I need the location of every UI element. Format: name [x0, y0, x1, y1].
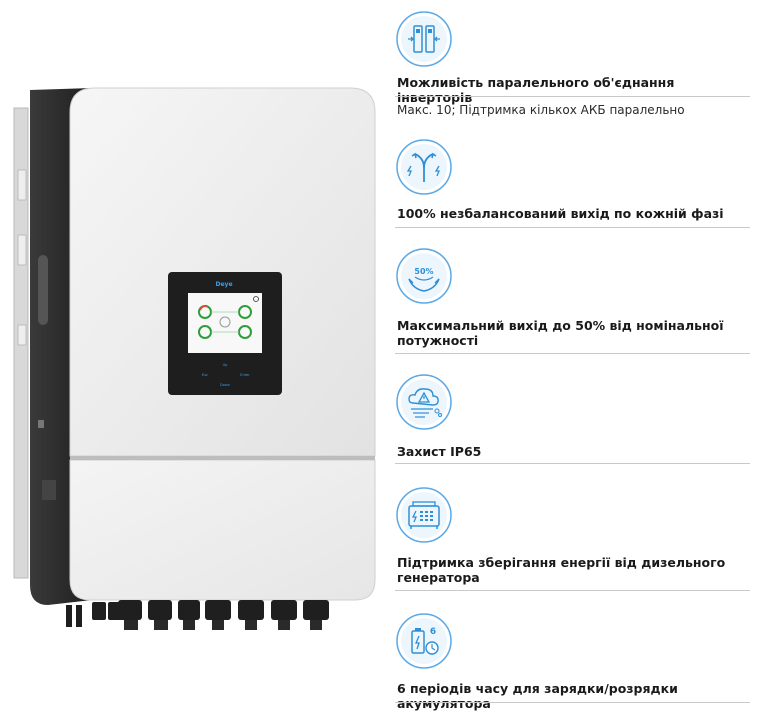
- feature-title: 6 періодів часу для зарядки/розрядки аку…: [397, 681, 678, 711]
- svg-text:Deye: Deye: [215, 281, 232, 288]
- ip65-protection-icon: [395, 373, 453, 431]
- divider: [395, 96, 750, 97]
- feature-item-diesel: Підтримка зберігання енергії від дизельн…: [395, 486, 750, 596]
- six-time-periods-icon: 6: [395, 612, 453, 670]
- svg-text:Esc: Esc: [202, 373, 208, 377]
- svg-text:Up: Up: [223, 363, 229, 367]
- feature-item-six-periods: 6 6 періодів часу для зарядки/розрядки а…: [395, 612, 750, 712]
- feature-title: 100% незбалансований вихід по кожній фаз…: [397, 206, 724, 221]
- feature-item-ip65: Захист IP65: [395, 373, 750, 468]
- divider: [395, 353, 750, 354]
- svg-text:Down: Down: [220, 383, 230, 387]
- icon-label: 6: [430, 627, 436, 637]
- feature-item-fifty-percent: 50% Максимальний вихід до 50% від номіна…: [395, 247, 750, 357]
- inverter-product-image: Deye Esc Up Enter Down: [0, 60, 390, 660]
- unbalanced-output-icon: [395, 138, 453, 196]
- feature-list: Можливість паралельного об'єднання інвер…: [395, 0, 750, 716]
- feature-title: Підтримка зберігання енергії від дизельн…: [397, 555, 726, 585]
- icon-label: 50%: [414, 267, 433, 276]
- feature-title: Захист IP65: [397, 444, 482, 459]
- divider: [395, 702, 750, 703]
- fifty-percent-output-icon: 50%: [395, 247, 453, 305]
- parallel-inverters-icon: [395, 10, 453, 68]
- divider: [395, 590, 750, 591]
- feature-title: Максимальний вихід до 50% від номінально…: [397, 318, 724, 348]
- feature-subtitle: Макс. 10; Підтримка кількох АКБ паралель…: [397, 103, 685, 117]
- svg-text:Enter: Enter: [240, 373, 250, 377]
- divider: [395, 463, 750, 464]
- feature-title: Можливість паралельного об'єднання інвер…: [397, 75, 675, 105]
- feature-item-unbalanced: 100% незбалансований вихід по кожній фаз…: [395, 138, 750, 233]
- diesel-generator-icon: [395, 486, 453, 544]
- feature-item-parallel: Можливість паралельного об'єднання інвер…: [395, 10, 750, 120]
- divider: [395, 227, 750, 228]
